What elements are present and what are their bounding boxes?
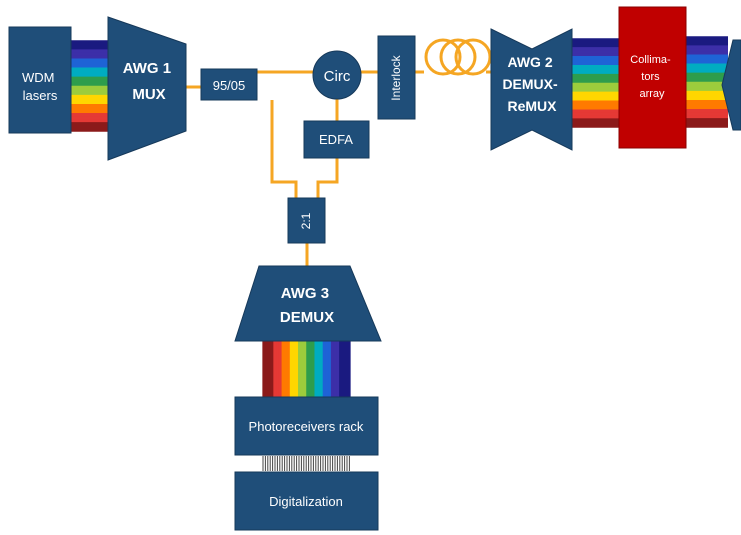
edfa-block — [303, 120, 370, 159]
awg2-demux-remux-block — [490, 28, 573, 151]
edfa-label: EDFA — [319, 132, 353, 147]
wdm-lasers-label-line-1: WDM — [22, 70, 55, 85]
digitalization-label: Digitalization — [269, 494, 343, 509]
interlock-block — [377, 35, 416, 120]
photoreceivers-label: Photoreceivers rack — [249, 419, 364, 434]
awg1-label: AWG 1 MUX — [123, 60, 176, 103]
fiber-coupler-tap-to-combiner — [270, 100, 298, 198]
awg2-label-line-3: ReMUX — [507, 98, 557, 114]
interlock-label: Interlock — [389, 54, 403, 100]
coupler-95-05-block — [200, 68, 258, 101]
spectrum-bundle-collimators-output — [686, 36, 728, 128]
wdm-lasers-label-line-2: lasers — [23, 88, 58, 103]
spectrum-bundle-lasers-to-awg1 — [71, 40, 108, 132]
circulator-block — [312, 50, 362, 100]
fiber-edfa-to-combiner — [316, 158, 339, 198]
awg1-label-line-2: MUX — [132, 86, 165, 103]
awg3-label-line-1: AWG 3 — [281, 285, 329, 302]
collimators-label-line-1: Collima- — [630, 54, 671, 66]
output-arrow-icon — [721, 39, 741, 131]
combiner-2-1-block — [287, 197, 326, 244]
awg1-label-line-1: AWG 1 — [123, 60, 171, 77]
wdm-lasers-block — [8, 26, 72, 134]
combiner-label: 2:1 — [299, 212, 313, 229]
fiber-coil-icon — [424, 38, 492, 76]
spectrum-bundle-awg3-to-photoreceivers — [262, 341, 351, 397]
awg2-label-line-2: DEMUX- — [502, 76, 558, 92]
spectrum-bundle-awg2-to-collimators — [572, 38, 619, 128]
cable-bundle-icon — [262, 456, 350, 471]
collimators-label-line-3: array — [639, 88, 665, 100]
photoreceivers-rack-block — [234, 396, 379, 456]
circulator-label: Circ — [324, 68, 351, 85]
awg1-mux-block — [107, 16, 187, 161]
awg2-label: AWG 2 DEMUX- ReMUX — [502, 54, 561, 114]
fiber-connections — [186, 70, 492, 266]
awg2-label-line-1: AWG 2 — [507, 54, 552, 70]
awg3-demux-block — [234, 265, 382, 342]
awg3-label-line-2: DEMUX — [280, 309, 334, 326]
coupler-label: 95/05 — [213, 78, 246, 93]
digitalization-block — [234, 471, 379, 531]
collimators-label-line-2: tors — [641, 71, 660, 83]
collimators-array-block — [618, 6, 687, 149]
collimators-label: Collima- tors array — [630, 54, 673, 100]
wdm-lasers-label: WDM lasers — [22, 70, 58, 103]
awg3-label: AWG 3 DEMUX — [280, 285, 334, 326]
